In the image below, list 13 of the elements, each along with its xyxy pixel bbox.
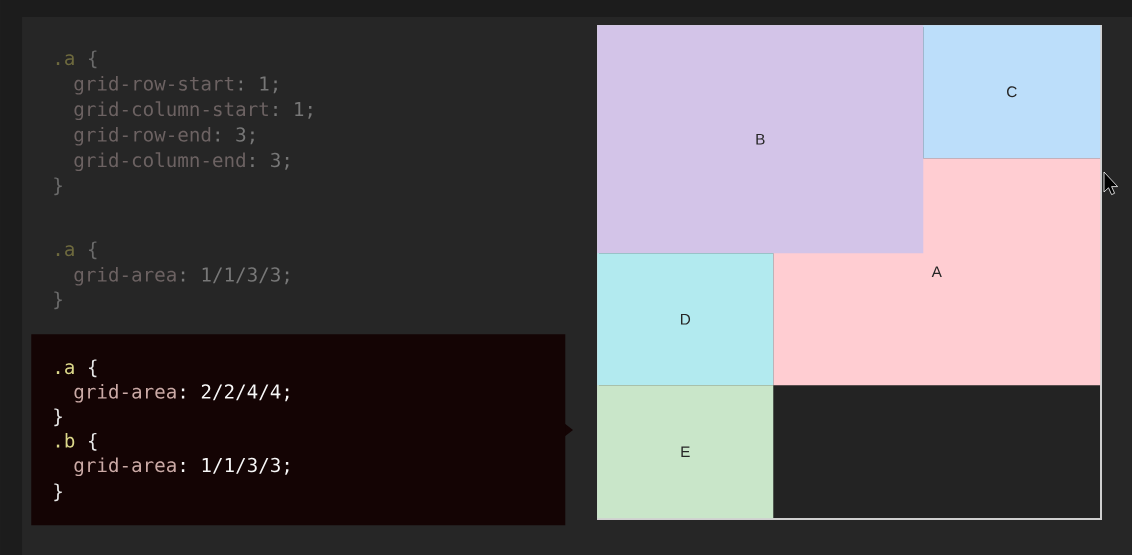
code-line: grid-column-start: 1; <box>74 101 312 121</box>
code-line: grid-row-end: 3; <box>74 126 254 146</box>
code-line: grid-column-end: 3; <box>74 152 289 172</box>
grid-item: B <box>597 25 924 254</box>
grid-item: C <box>923 25 1101 159</box>
code-line: } <box>54 291 62 310</box>
code-line: grid-area: 1/1/3/3; <box>74 266 289 286</box>
grid-item: E <box>597 385 774 519</box>
grid-item: D <box>597 253 774 386</box>
code-line: grid-row-start: 1; <box>74 75 277 95</box>
code-line: } <box>54 177 62 196</box>
code-line: .a { <box>56 50 97 69</box>
code-line: .a { <box>56 241 97 260</box>
